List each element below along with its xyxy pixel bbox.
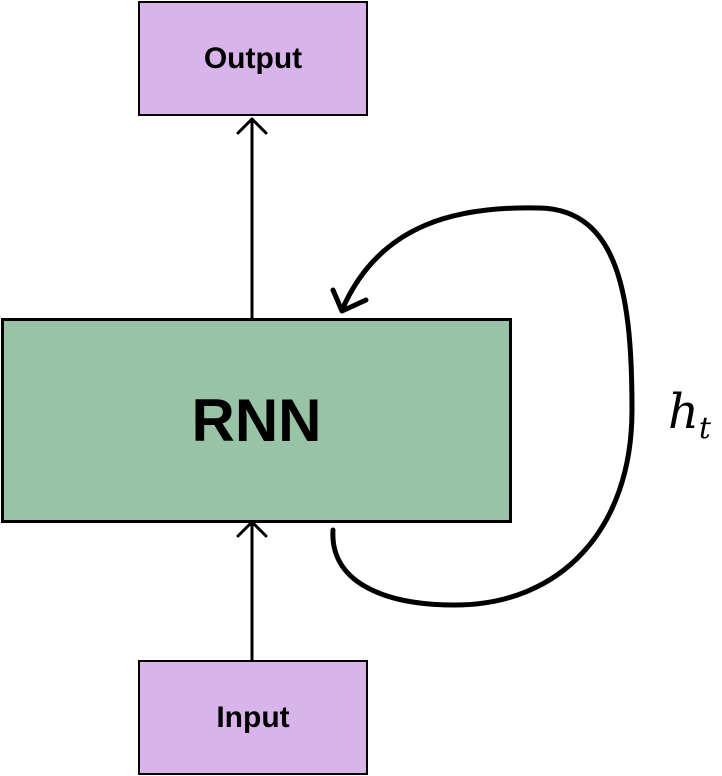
output-label: Output (203, 41, 303, 75)
recurrent-loop-arc (330, 205, 635, 608)
rnn-to-output-arrowhead (236, 117, 268, 135)
hidden-state-subscript: t (698, 411, 711, 446)
input-label: Input (216, 700, 290, 734)
output-node: Output (138, 1, 368, 116)
rnn-label: RNN (191, 387, 322, 454)
rnn-node: RNN (1, 318, 512, 523)
hidden-state-label: ht (668, 388, 711, 444)
recurrent-loop-arrowhead (330, 287, 369, 314)
input-node: Input (138, 660, 368, 775)
hidden-state-symbol: h (668, 384, 699, 440)
